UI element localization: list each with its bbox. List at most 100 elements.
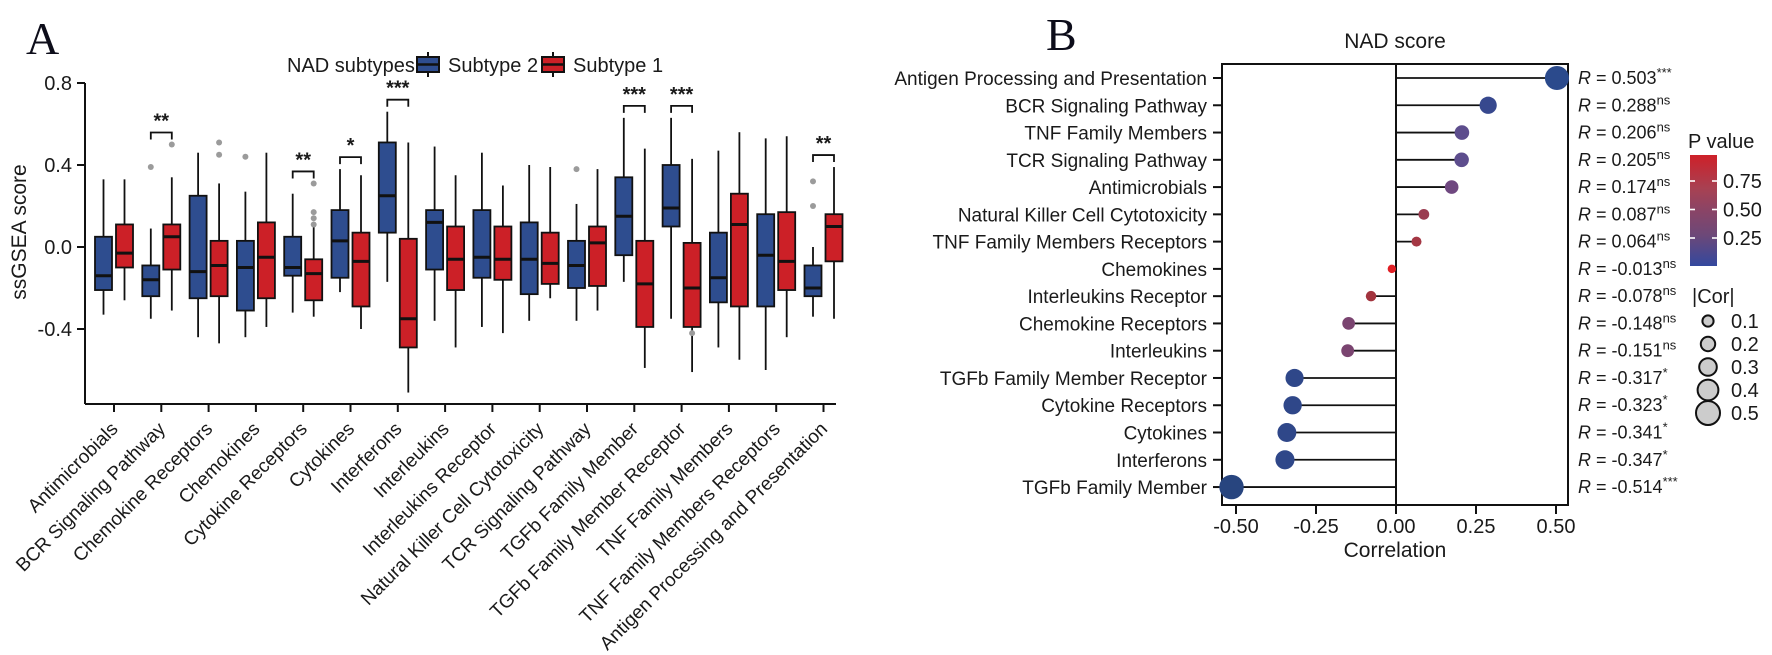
box-rect: [661, 164, 681, 228]
r-value-label: R = 0.205ns: [1578, 147, 1671, 170]
significance-stars: ***: [623, 84, 647, 106]
box-rect: [425, 209, 445, 271]
outlier-dot: [310, 221, 317, 228]
x-tick-label: 0.50: [1537, 516, 1576, 538]
box-rect: [493, 225, 513, 281]
box-rect: [540, 231, 560, 285]
legend-swatch-subtype2: [416, 52, 440, 77]
box-group: [351, 175, 371, 329]
box-rect: [709, 231, 728, 304]
row-label: Interleukins: [1110, 342, 1207, 363]
box-rect: [235, 239, 255, 312]
cor-legend-label: 0.5: [1731, 403, 1759, 425]
box-group: [824, 167, 844, 319]
correlation-dot: [1454, 125, 1470, 140]
correlation-dot: [1387, 264, 1397, 274]
panel-a-label: A: [26, 13, 59, 64]
outlier-dot: [216, 151, 223, 158]
r-value-label: R = 0.087ns: [1578, 201, 1671, 224]
box-rect: [330, 209, 350, 279]
correlation-dot: [1275, 450, 1295, 470]
row-label: Cytokines: [1124, 424, 1207, 445]
cor-legend-circle: [1696, 378, 1720, 402]
correlation-dot: [1544, 65, 1570, 91]
y-tick-label: 0.4: [44, 155, 72, 177]
row-label: Antimicrobials: [1089, 178, 1207, 199]
box-rect: [256, 221, 276, 300]
outlier-dot: [810, 203, 816, 209]
row-label: Interleukins Receptor: [1027, 287, 1207, 308]
box-group: [115, 179, 134, 301]
correlation-dot: [1411, 236, 1422, 247]
box-group: [162, 141, 182, 311]
row-label: TNF Family Members Receptors: [933, 233, 1208, 254]
y-axis-title: ssGSEA score: [8, 164, 31, 299]
y-tick-label: 0.0: [44, 237, 72, 259]
box-rect: [304, 258, 324, 302]
cor-legend-title: |Cor|: [1692, 286, 1735, 308]
x-tick-label: 0.25: [1457, 516, 1496, 538]
r-value-label: R = -0.347*: [1578, 447, 1668, 470]
box-group: [635, 148, 655, 368]
box-group: [283, 193, 303, 313]
box-rect: [351, 231, 371, 308]
row-label: TGFb Family Member Receptor: [940, 369, 1208, 390]
pvalue-colorbar: [1690, 155, 1717, 266]
box-group: [588, 169, 607, 311]
box-group: [425, 146, 445, 321]
r-value-label: R = -0.151ns: [1578, 338, 1677, 361]
correlation-dot: [1444, 180, 1459, 194]
colorbar-tick-label: 0.25: [1723, 228, 1762, 250]
box-group: [446, 175, 466, 348]
r-value-label: R = -0.078ns: [1578, 283, 1677, 306]
row-label: Antigen Processing and Presentation: [894, 69, 1207, 90]
colorbar-tick-label: 0.75: [1723, 171, 1762, 193]
row-label: Interferons: [1116, 451, 1207, 472]
correlation-dot: [1277, 423, 1297, 442]
box-rect: [777, 211, 797, 291]
box-group: [519, 165, 539, 321]
r-value-label: R = -0.317*: [1578, 365, 1668, 388]
box-group: [94, 179, 113, 315]
cor-legend-circle: [1701, 314, 1715, 328]
correlation-dot: [1285, 368, 1304, 388]
box-group: [803, 178, 823, 317]
box-group: [141, 164, 161, 319]
r-value-label: R = -0.148ns: [1578, 310, 1677, 333]
significance-bracket: [149, 131, 173, 140]
significance-bracket: [622, 104, 646, 113]
r-value-label: R = 0.064ns: [1578, 229, 1671, 252]
x-tick-label: 0.00: [1377, 516, 1416, 538]
correlation-dot: [1219, 474, 1244, 500]
significance-stars: ***: [670, 84, 694, 106]
box-rect: [283, 235, 303, 277]
row-label: TGFb Family Member: [1022, 478, 1207, 499]
box-group: [377, 111, 397, 282]
box-rect: [730, 192, 749, 308]
box-rect: [588, 225, 607, 287]
significance-stars: **: [295, 149, 311, 171]
row-label: Chemokine Receptors: [1019, 314, 1207, 335]
box-rect: [824, 213, 844, 263]
outlier-dot: [573, 166, 580, 173]
significance-bracket: [670, 104, 693, 113]
r-value-label: R = -0.341*: [1578, 420, 1668, 443]
outlier-dot: [242, 153, 249, 160]
box-rect: [472, 209, 492, 279]
cor-legend-label: 0.1: [1731, 311, 1759, 333]
box-group: [777, 136, 797, 338]
boxplot-legend-title: NAD subtypes: [287, 55, 415, 77]
outlier-dot: [310, 215, 317, 222]
correlation-dot: [1341, 344, 1355, 358]
outlier-dot: [168, 141, 175, 148]
cor-legend-label: 0.2: [1731, 334, 1759, 356]
box-group: [256, 152, 276, 327]
box-group: [472, 152, 492, 327]
legend-swatch-subtype1: [541, 52, 565, 77]
r-value-label: R = 0.174ns: [1578, 174, 1671, 197]
significance-stars: ***: [386, 78, 410, 100]
outlier-dot: [147, 164, 154, 171]
box-rect: [756, 213, 776, 308]
